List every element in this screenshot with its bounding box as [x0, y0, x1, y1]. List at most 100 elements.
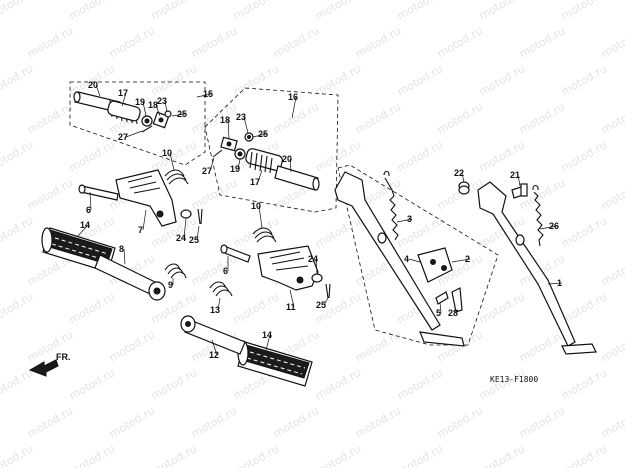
callout-18: 18 [148, 100, 158, 110]
watermark-text: motod.ru [435, 404, 485, 440]
watermark-text: motod.ru [599, 176, 625, 212]
watermark-text: motod.ru [0, 138, 35, 174]
part-11-footpeg-bracket-right [257, 245, 319, 291]
watermark-text: motod.ru [559, 442, 609, 468]
callout-21: 21 [510, 170, 520, 180]
watermark-text: motod.ru [353, 24, 403, 60]
part-19-washer-right [234, 148, 246, 160]
part-4-stand-bracket [417, 247, 453, 283]
watermark-text: motod.ru [313, 366, 363, 402]
watermark-text: motod.ru [25, 404, 75, 440]
callout-25: 25 [177, 109, 187, 119]
watermark-text: motod.ru [517, 100, 567, 136]
watermark-text: motod.ru [231, 290, 281, 326]
watermark-text: motod.ru [149, 62, 199, 98]
watermark-text: motod.ru [0, 62, 35, 98]
assembly-side-stand-box [337, 164, 499, 346]
watermark-text: motod.ru [313, 442, 363, 468]
watermark-text: motod.ru [271, 404, 321, 440]
part-24-washer-left [180, 209, 192, 219]
callout-leader [77, 224, 89, 237]
watermark-text: motod.ru [435, 24, 485, 60]
callout-leader [258, 205, 263, 229]
watermark-text: motod.ru [435, 176, 485, 212]
watermark-text: motod.ru [271, 24, 321, 60]
part-8-footpeg-bar-left [94, 254, 166, 301]
part-21-bolt [511, 183, 528, 199]
part-3-stand-spring [383, 170, 399, 241]
callout-leader [123, 248, 126, 265]
diagram-reference: KE13-F1800 [490, 375, 538, 384]
watermark-text: motod.ru [107, 328, 157, 364]
watermark-text: motod.ru [189, 100, 239, 136]
callout-25: 25 [258, 129, 268, 139]
callout-10: 10 [251, 201, 261, 211]
watermark-text: motod.ru [25, 176, 75, 212]
callout-2: 2 [465, 254, 470, 264]
callout-23: 23 [236, 112, 246, 122]
callout-leader [243, 116, 249, 134]
watermark-text: motod.ru [395, 0, 445, 23]
part-22-collar [458, 181, 470, 195]
watermark-text: motod.ru [395, 366, 445, 402]
callout-6: 6 [223, 266, 228, 276]
callout-leader [323, 297, 329, 306]
watermark-text: motod.ru [353, 328, 403, 364]
callout-leader [257, 169, 263, 183]
watermark-text: motod.ru [67, 290, 117, 326]
watermark-text: motod.ru [477, 442, 527, 468]
part-7-footpeg-bracket-left [115, 169, 177, 227]
callout-6: 6 [86, 205, 91, 215]
watermark-text: motod.ru [67, 442, 117, 468]
callout-7: 7 [138, 225, 143, 235]
part-19-washer-left [141, 115, 153, 127]
callout-leader [237, 158, 241, 170]
part-23-nut-right [244, 132, 254, 142]
callout-leader [196, 225, 200, 241]
part-9-spring [164, 263, 187, 279]
part-24-washer-right [311, 273, 323, 283]
watermark-text: motod.ru [0, 366, 35, 402]
watermark-text: motod.ru [477, 366, 527, 402]
watermark-text: motod.ru [107, 24, 157, 60]
callout-leader [539, 225, 558, 230]
callout-20: 20 [88, 80, 98, 90]
part-17-spring-left [107, 99, 141, 125]
callout-24: 24 [176, 233, 186, 243]
watermark-text: motod.ru [271, 100, 321, 136]
front-direction-arrow: FR. [28, 352, 71, 377]
part-13-spring [209, 281, 233, 297]
part-6-pin-upper [78, 184, 119, 201]
callout-28: 28 [448, 308, 458, 318]
callout-leader [169, 152, 175, 171]
watermark-text: motod.ru [231, 62, 281, 98]
callout-18: 18 [220, 115, 230, 125]
watermark-text: motod.ru [559, 62, 609, 98]
watermark-text: motod.ru [517, 24, 567, 60]
watermark-text: motod.ru [25, 24, 75, 60]
watermark-text: motod.ru [231, 214, 281, 250]
part-20-grip-right [274, 165, 320, 191]
callout-leader [155, 104, 161, 117]
callout-leader [451, 258, 471, 263]
part-1-main-stand [477, 181, 597, 355]
part-25-cotter-left [197, 208, 203, 225]
callout-14: 14 [262, 330, 272, 340]
callout-26: 26 [549, 221, 559, 231]
callout-leader [121, 92, 127, 107]
watermark-text: motod.ru [231, 0, 281, 23]
watermark-text: motod.ru [149, 366, 199, 402]
watermark-text: motod.ru [189, 404, 239, 440]
watermark-text: motod.ru [517, 328, 567, 364]
watermark-text: motod.ru [599, 24, 625, 60]
callout-4: 4 [404, 254, 409, 264]
watermark-text: motod.ru [559, 214, 609, 250]
watermark-text: motod.ru [395, 62, 445, 98]
callout-leader [252, 133, 267, 138]
callout-11: 11 [286, 302, 296, 312]
callout-16: 16 [288, 92, 298, 102]
watermark-text: motod.ru [395, 442, 445, 468]
watermark-text: motod.ru [67, 366, 117, 402]
